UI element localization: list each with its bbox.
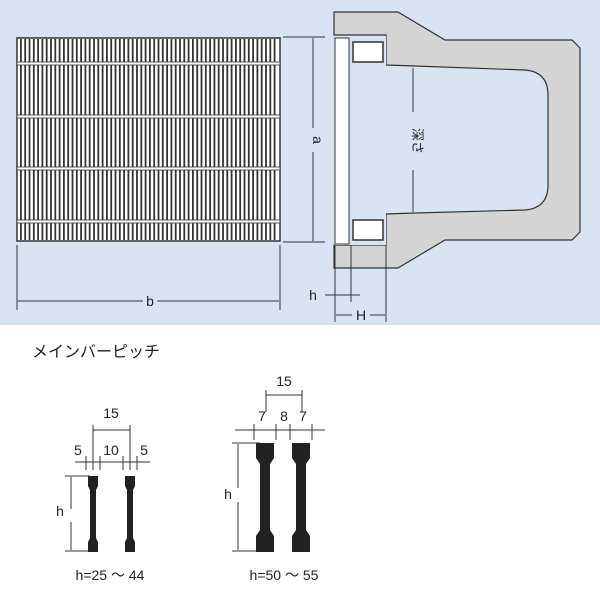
- bearing-bar: [54, 39, 57, 240]
- bearing-bar: [110, 39, 113, 240]
- bearing-bar: [144, 39, 147, 240]
- bearing-bar: [140, 39, 143, 240]
- small-pitch-detail: [65, 425, 150, 552]
- bearing-bar: [222, 39, 224, 240]
- bearing-bar: [41, 39, 44, 240]
- cross-bar: [16, 61, 281, 66]
- dimension-H-label: H: [356, 307, 366, 323]
- bearing-bar: [209, 39, 211, 240]
- bearing-bar: [247, 39, 250, 240]
- main-bar-4: [292, 443, 310, 552]
- bearing-bar: [273, 39, 276, 240]
- large-height-label: h: [224, 486, 232, 502]
- bearing-bar: [20, 39, 22, 240]
- bearing-bar: [217, 39, 220, 240]
- bearing-bar: [28, 39, 31, 240]
- bottom-frame: [352, 219, 384, 241]
- large-left-gap: 7: [258, 408, 266, 424]
- bearing-bar: [37, 39, 39, 240]
- small-height-label: h: [56, 503, 64, 519]
- bearing-bar: [226, 39, 229, 240]
- bearing-bar: [200, 39, 203, 240]
- depth-label: 深さ: [410, 128, 425, 154]
- large-height-range: h=50 ～ 55: [250, 567, 319, 583]
- main-bar-2: [125, 476, 135, 552]
- bearing-bar: [230, 39, 233, 240]
- bearing-bar: [50, 39, 52, 240]
- bearing-bar: [58, 39, 61, 240]
- main-bar-3: [256, 443, 274, 552]
- bearing-bar: [84, 39, 87, 240]
- pitch-title: メインバーピッチ: [32, 344, 160, 361]
- bearing-bar: [157, 39, 160, 240]
- bearing-bar: [63, 39, 65, 240]
- small-middle-gap: 10: [103, 442, 119, 458]
- bearing-bar: [192, 39, 194, 240]
- dimension-h-H: [325, 245, 387, 322]
- main-bar-1: [88, 476, 98, 552]
- bearing-bar: [80, 39, 82, 240]
- bearing-bar: [260, 39, 263, 240]
- bearing-bar: [45, 39, 48, 240]
- bearing-bar: [174, 39, 177, 240]
- bearing-bar: [75, 39, 78, 240]
- bearing-bar: [204, 39, 207, 240]
- bearing-bar: [32, 39, 35, 240]
- bearing-bar: [123, 39, 125, 240]
- small-right-gap: 5: [140, 442, 148, 458]
- bearing-bar: [196, 39, 199, 240]
- bearing-bar: [161, 39, 164, 240]
- bearing-bar: [235, 39, 237, 240]
- bearing-bar: [24, 39, 27, 240]
- cross-bar: [16, 114, 281, 119]
- bearing-bar: [149, 39, 151, 240]
- dimension-a: [283, 36, 325, 243]
- dimension-b-label: b: [146, 293, 154, 309]
- small-left-gap: 5: [74, 442, 82, 458]
- bearing-bar: [265, 39, 267, 240]
- dimension-a-label: a: [310, 136, 326, 144]
- large-pitch-detail: [232, 390, 325, 552]
- bearing-bar: [213, 39, 216, 240]
- small-height-range: h=25 ～ 44: [76, 567, 145, 583]
- bearing-bar: [136, 39, 138, 240]
- cross-bar: [16, 166, 281, 171]
- concrete-channel: [333, 11, 581, 269]
- large-right-gap: 7: [299, 408, 307, 424]
- bearing-bar: [187, 39, 190, 240]
- grating-plan-view: [16, 37, 281, 242]
- dimension-b: [16, 245, 281, 310]
- bearing-bar: [67, 39, 70, 240]
- bearing-bar: [183, 39, 186, 240]
- bearing-bar: [93, 39, 95, 240]
- large-total-pitch: 15: [276, 373, 292, 389]
- bearing-bar: [166, 39, 168, 240]
- small-total-pitch: 15: [103, 405, 119, 421]
- bearing-bar: [170, 39, 173, 240]
- bearing-bar: [114, 39, 117, 240]
- large-middle-gap: 8: [280, 408, 288, 424]
- bearing-bar: [106, 39, 108, 240]
- bearing-bar: [71, 39, 74, 240]
- cross-bar: [16, 219, 281, 224]
- bearing-bar: [127, 39, 130, 240]
- bearing-bar: [101, 39, 104, 240]
- bearing-bar: [88, 39, 91, 240]
- dimension-h-label: h: [309, 287, 317, 303]
- bearing-bar: [269, 39, 272, 240]
- bearing-bar: [256, 39, 259, 240]
- bearing-bar: [97, 39, 100, 240]
- grating-section: [334, 37, 350, 245]
- bearing-bar: [179, 39, 181, 240]
- bearing-bar: [131, 39, 134, 240]
- bearing-bar: [153, 39, 156, 240]
- bearing-bar: [118, 39, 121, 240]
- bearing-bar: [243, 39, 246, 240]
- top-frame: [352, 41, 384, 63]
- bearing-bar: [252, 39, 254, 240]
- bearing-bar: [239, 39, 242, 240]
